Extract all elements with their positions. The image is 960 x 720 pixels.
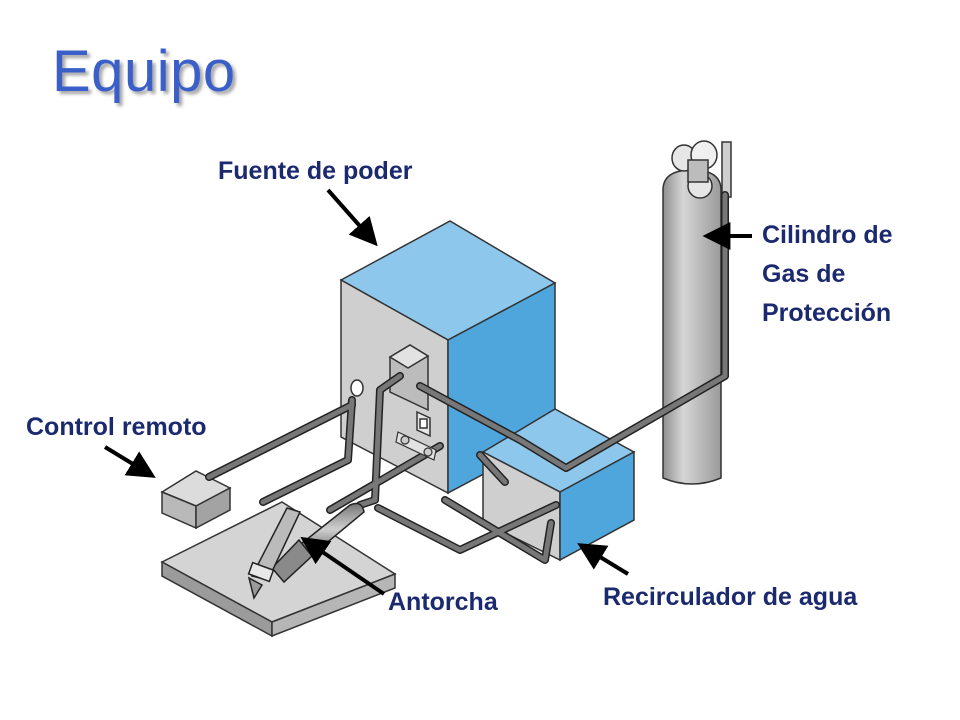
hoses — [205, 191, 729, 564]
gas-cylinder — [662, 140, 732, 485]
arrow-fuente — [326, 188, 378, 247]
arrow-antorcha — [300, 536, 386, 596]
hose-connector — [395, 431, 437, 461]
pointer-arrows — [103, 188, 752, 596]
power-source-cabinet — [339, 220, 557, 495]
label-fuente-de-poder: Fuente de poder — [218, 157, 413, 185]
arrow-control — [103, 445, 156, 478]
remote-control-box — [160, 470, 232, 530]
label-control-remoto: Control remoto — [26, 413, 207, 441]
label-recirculador: Recirculador de agua — [603, 583, 858, 611]
arrow-recirculador — [577, 543, 630, 576]
label-antorcha: Antorcha — [388, 588, 498, 616]
page-title: Equipo — [52, 39, 236, 104]
label-cilindro-gas: Cilindro de Gas de Protección — [762, 221, 893, 327]
